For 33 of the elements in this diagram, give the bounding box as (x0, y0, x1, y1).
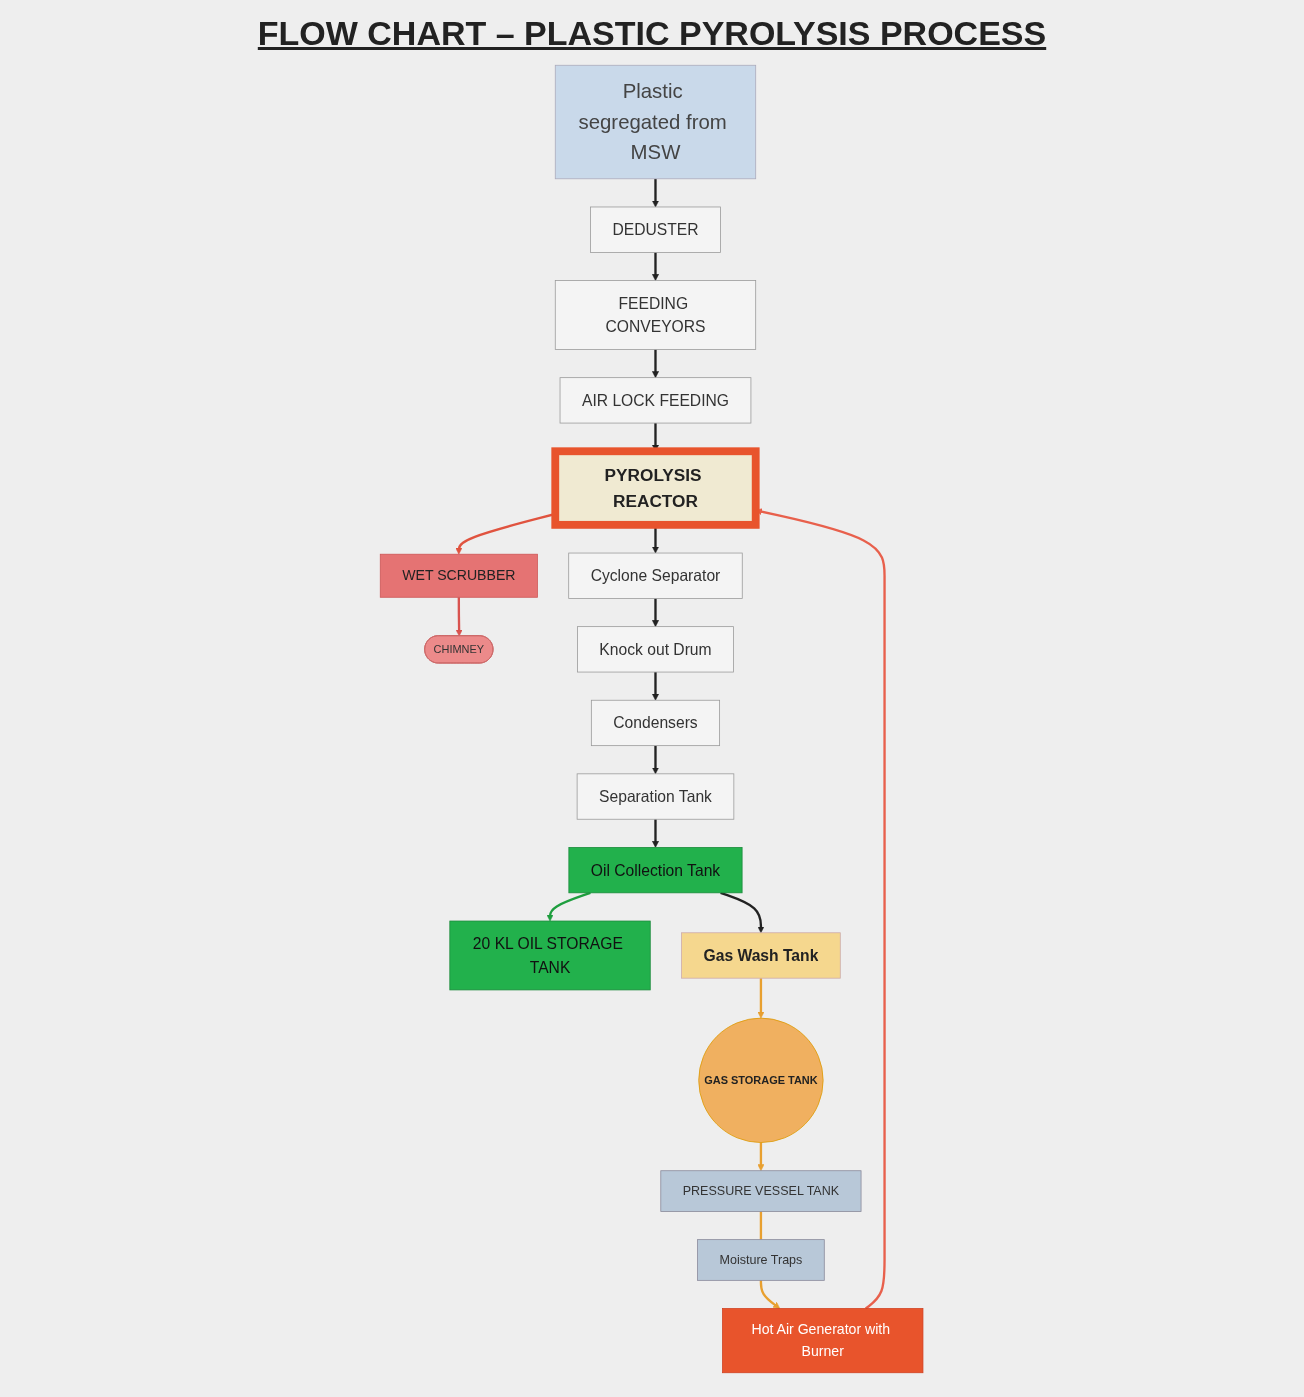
arrow (755, 508, 887, 1310)
arrow (652, 349, 660, 378)
node-box: Cyclone Separator (568, 552, 744, 599)
arrow (456, 597, 463, 637)
node-box: Moisture Traps (697, 1239, 826, 1281)
connector (760, 1211, 763, 1240)
node-box: WET SCRUBBER (380, 553, 539, 598)
node-box: Oil Collection Tank (568, 847, 743, 894)
node-box: Separation Tank (577, 773, 735, 820)
node-box: Condensers (591, 699, 721, 747)
node-box: PRESSURE VESSEL TANK (660, 1170, 862, 1212)
chart-title: FLOW CHART – PLASTIC PYROLYSIS PROCESS (256, 14, 1048, 53)
arrow (757, 978, 765, 1019)
node-box: Gas Wash Tank (681, 932, 842, 979)
node-circle: GAS STORAGE TANK (698, 1017, 824, 1143)
node-box: Plastic segregated from MSW (555, 64, 757, 180)
arrow (652, 672, 660, 701)
node-box: PYROLYSIS REACTOR (551, 447, 760, 529)
node-box: FEEDING CONVEYORS (555, 280, 757, 350)
arrow (652, 745, 660, 775)
node-box: 20 KL OIL STORAGE TANK (449, 920, 652, 991)
node-box: Knock out Drum (577, 626, 735, 673)
arrow (652, 598, 660, 627)
arrow (720, 891, 765, 934)
arrow (652, 252, 660, 281)
arrow (652, 178, 660, 208)
node-box: AIR LOCK FEEDING (560, 377, 752, 424)
arrow (652, 819, 660, 848)
node-box: Hot Air Generator with Burner (722, 1308, 924, 1374)
arrow (757, 1142, 765, 1172)
arrow (760, 1280, 781, 1309)
arrow (547, 891, 592, 922)
node-box: DEDUSTER (590, 206, 722, 253)
